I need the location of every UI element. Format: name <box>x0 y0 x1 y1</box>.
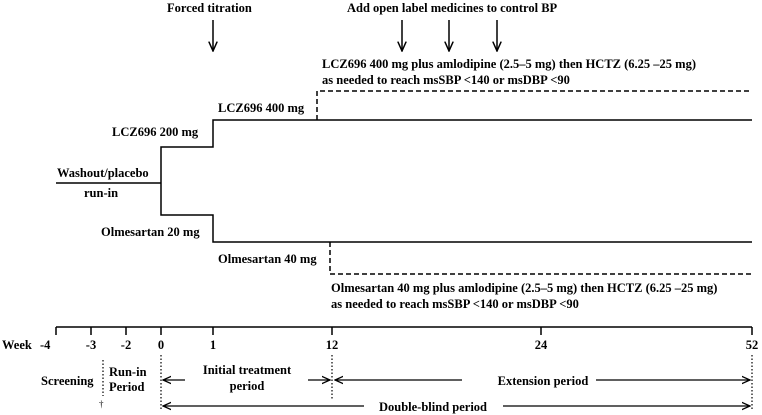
initial-treatment-label-line2: period <box>230 379 265 393</box>
tick-label-0: 0 <box>158 338 164 352</box>
lcz-arm-line <box>160 119 752 183</box>
tick-label-1: 1 <box>210 338 216 352</box>
dagger-mark: † <box>99 399 104 409</box>
lcz-addon-text-line1: LCZ696 400 mg plus amlodipine (2.5–5 mg)… <box>322 57 696 71</box>
washout-label-line1: Washout/placebo <box>57 166 149 180</box>
lcz-addon-text-line2: as needed to reach msSBP <140 or msDBP <… <box>322 73 570 87</box>
tick-label-24: 24 <box>535 338 548 352</box>
forced-titration-label: Forced titration <box>167 1 252 15</box>
screening-label: Screening <box>41 374 94 388</box>
runin-period-label-line2: Period <box>109 380 144 394</box>
tick-label-12: 12 <box>326 338 339 352</box>
lcz-400-label: LCZ696 400 mg <box>218 101 305 115</box>
double-blind-period-label: Double-blind period <box>379 400 487 414</box>
week-ticks <box>55 327 753 335</box>
tick-label-52: 52 <box>746 338 759 352</box>
week-axis-label: Week <box>2 338 32 352</box>
olmesartan-addon-text-line1: Olmesartan 40 mg plus amlodipine (2.5–5 … <box>331 281 717 295</box>
tick-label-minus3: -3 <box>86 338 96 352</box>
add-open-label-label: Add open label medicines to control BP <box>347 1 558 15</box>
lcz-addon-dashed-line <box>316 90 752 120</box>
lcz-200-label: LCZ696 200 mg <box>112 125 199 139</box>
washout-label-line2: run-in <box>84 186 118 200</box>
initial-treatment-label-line1: Initial treatment <box>203 363 292 377</box>
tick-label-minus4: -4 <box>40 338 51 352</box>
olmesartan-40-label: Olmesartan 40 mg <box>218 252 317 266</box>
tick-label-minus2: -2 <box>121 338 131 352</box>
olmesartan-arm-line <box>160 183 752 243</box>
olmesartan-addon-text-line2: as needed to reach msSBP <140 or msDBP <… <box>331 297 579 311</box>
extension-period-label: Extension period <box>498 374 589 388</box>
runin-period-label-line1: Run-in <box>109 365 147 379</box>
olmesartan-addon-dashed-line <box>329 242 752 275</box>
olmesartan-20-label: Olmesartan 20 mg <box>101 225 200 239</box>
